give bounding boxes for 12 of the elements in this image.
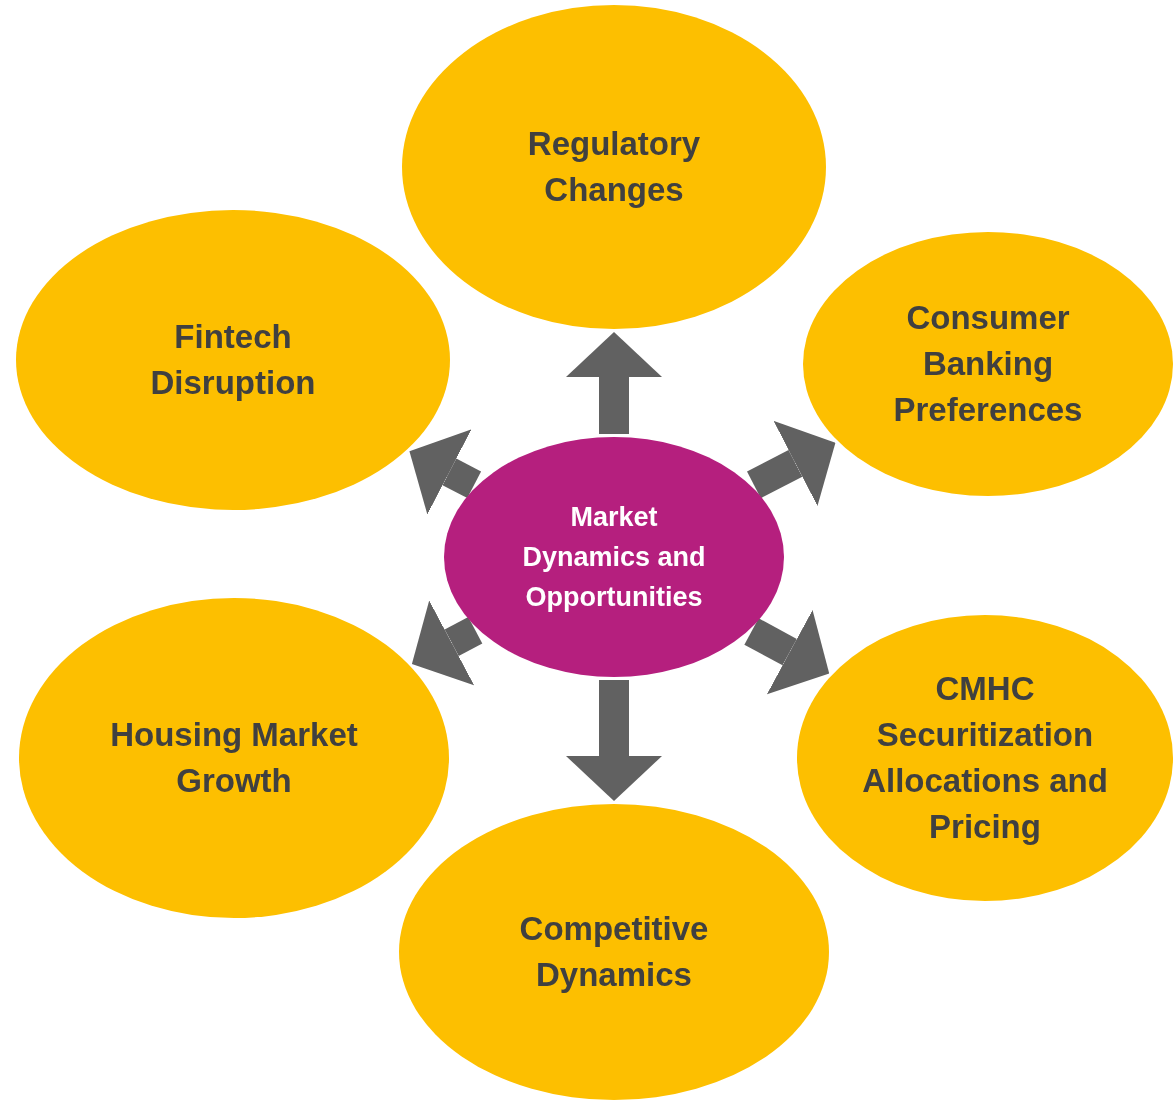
ellipse-label: Consumer Banking Preferences	[892, 298, 1084, 430]
arrow	[566, 332, 662, 434]
ellipse-label: CMHC Securitization Allocations and Pricing	[861, 669, 1109, 847]
arrow	[566, 680, 662, 801]
arrow	[747, 420, 836, 506]
ellipse-label: Fintech Disruption	[149, 317, 317, 403]
ellipse-label: Regulatory Changes	[526, 124, 702, 210]
arrow	[411, 600, 483, 686]
ellipse-label: Housing Market Growth	[109, 715, 359, 801]
ellipse-label: Market Dynamics and Opportunities	[521, 501, 707, 614]
ellipse-label: Competitive Dynamics	[518, 909, 710, 995]
arrow	[409, 429, 482, 515]
